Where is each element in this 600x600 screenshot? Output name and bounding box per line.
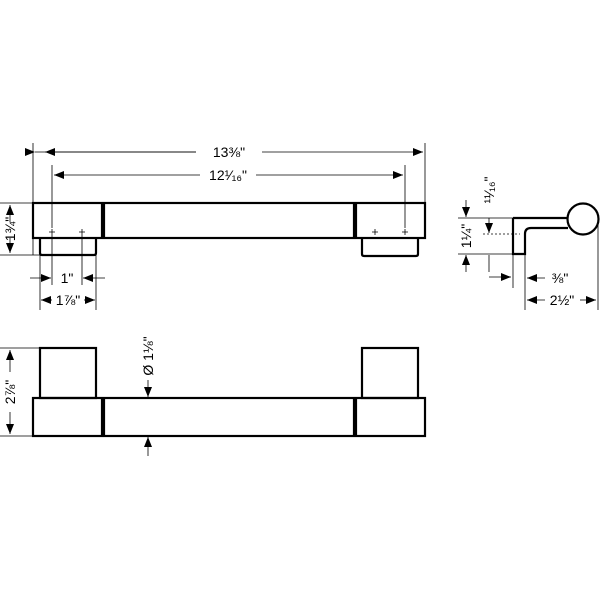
bracket-profile xyxy=(511,216,568,256)
right-post xyxy=(360,346,420,400)
grab-bar xyxy=(102,201,356,240)
dim-plate-thickness: ⅜" xyxy=(552,270,569,286)
dim-plate-height: 1¼" xyxy=(458,224,474,248)
left-end-block-front xyxy=(31,396,104,438)
dim-height: 1¾" xyxy=(2,217,18,241)
dim-hole-spacing: 1" xyxy=(61,270,74,286)
right-end-block-front xyxy=(354,396,427,438)
top-view: 13⅜" 12¹⁄₁₆" 1¾" 1" 1⅞" xyxy=(0,143,427,310)
dim-overall-length: 13⅜" xyxy=(213,144,245,160)
left-post xyxy=(38,346,98,400)
dim-centre-offset: ¹¹⁄₁₆" xyxy=(481,176,497,203)
dim-foot-width: 1⅞" xyxy=(56,292,80,308)
right-foot xyxy=(360,238,420,258)
left-end-block xyxy=(31,201,104,240)
mount-hole-markers xyxy=(49,229,408,235)
side-view: 1¼" ¹¹⁄₁₆" ⅜" 2½" xyxy=(458,176,600,310)
dim-projection: 2½" xyxy=(550,292,574,308)
dim-overall-height: 2⅞" xyxy=(2,380,18,404)
dim-bar-diameter: Ø 1⅛" xyxy=(140,336,156,375)
dim-mount-spacing: 12¹⁄₁₆" xyxy=(209,167,247,183)
left-foot xyxy=(38,238,98,257)
grab-bar-front xyxy=(102,396,356,438)
right-end-block xyxy=(354,201,427,240)
front-view: 2⅞" Ø 1⅛" xyxy=(0,336,427,456)
bar-section xyxy=(566,202,600,236)
